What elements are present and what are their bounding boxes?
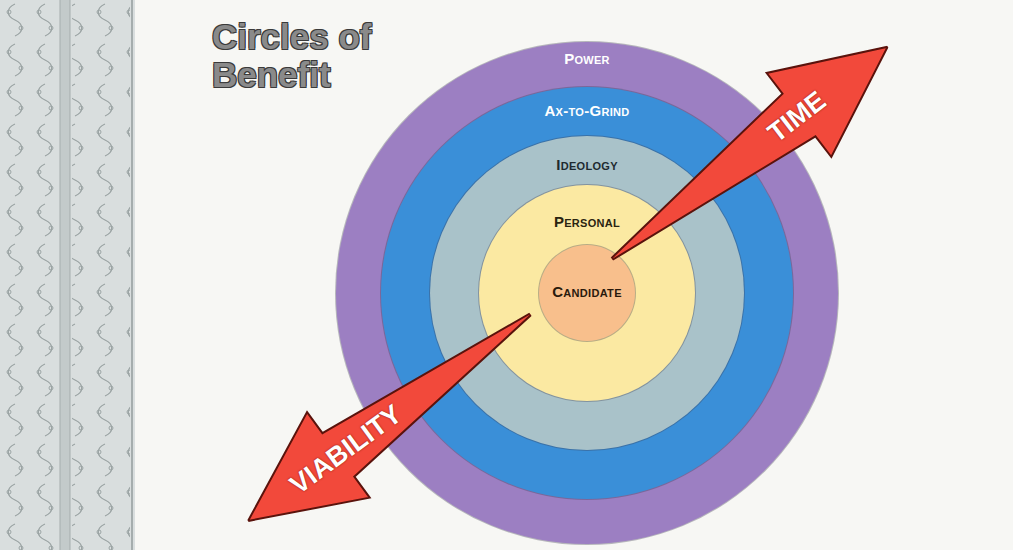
diagram-title: Circles of Benefit <box>212 18 402 94</box>
ring-label: Ideology <box>430 156 744 173</box>
ring-label: Personal <box>479 213 695 230</box>
ring-label: Ax-to-Grind <box>381 102 793 119</box>
candidate-core: Candidate <box>539 245 635 341</box>
power-ring: PowerAx-to-GrindIdeologyPersonalCandidat… <box>336 42 838 544</box>
ring-label: Power <box>336 50 838 67</box>
personal-ring: PersonalCandidate <box>479 185 695 401</box>
ring-label: Candidate <box>539 283 635 300</box>
